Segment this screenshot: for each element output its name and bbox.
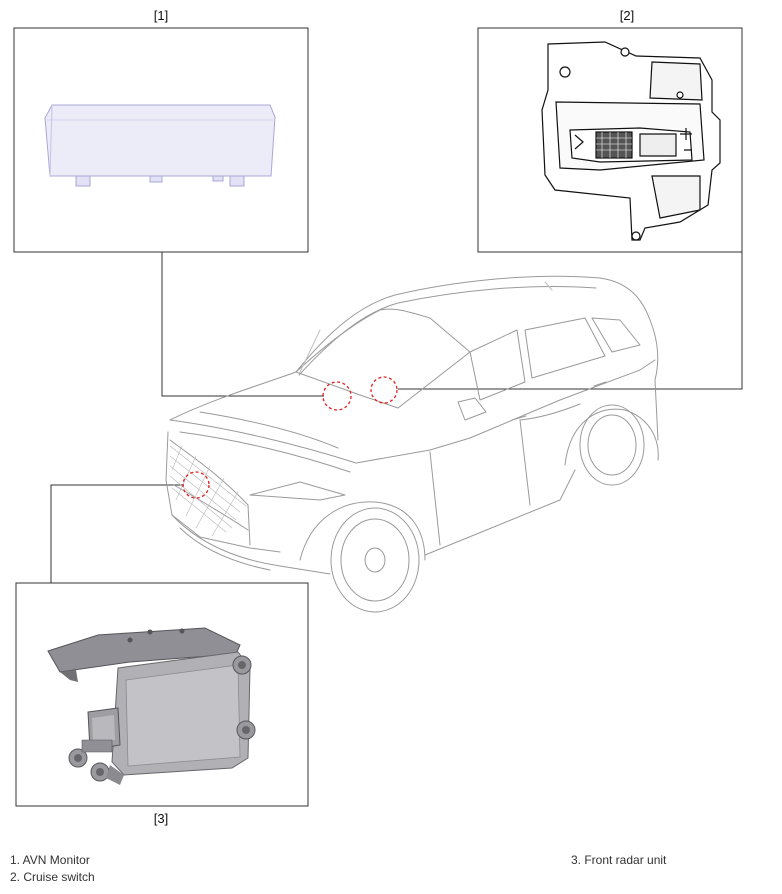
vehicle-illustration (165, 275, 659, 613)
legend-item-front-radar: 3. Front radar unit (571, 853, 667, 867)
highlight-front-radar (182, 471, 210, 499)
leader-line-3 (50, 484, 184, 583)
legend-right: 3. Front radar unit (571, 852, 666, 869)
front-radar-illustration (47, 627, 256, 785)
legend-item-avn-monitor: 1. AVN Monitor (10, 853, 90, 867)
leader-lines (50, 252, 743, 583)
detail-box-3 (15, 582, 309, 807)
highlight-avn-monitor (322, 381, 352, 411)
leader-line-1 (161, 252, 324, 397)
highlight-cruise-switch (370, 376, 398, 404)
cruise-switch-illustration (541, 41, 721, 241)
callout-label-1: [1] (154, 8, 168, 23)
callout-label-3: [3] (154, 811, 168, 826)
legend-left: 1. AVN Monitor 2. Cruise switch (10, 852, 95, 886)
callout-label-2: [2] (620, 8, 634, 23)
avn-monitor-illustration (44, 104, 276, 187)
location-highlights (182, 376, 398, 499)
detail-box-2 (477, 27, 743, 253)
leader-line-2 (398, 252, 743, 390)
legend-item-cruise-switch: 2. Cruise switch (10, 870, 95, 884)
detail-box-1 (13, 27, 309, 253)
